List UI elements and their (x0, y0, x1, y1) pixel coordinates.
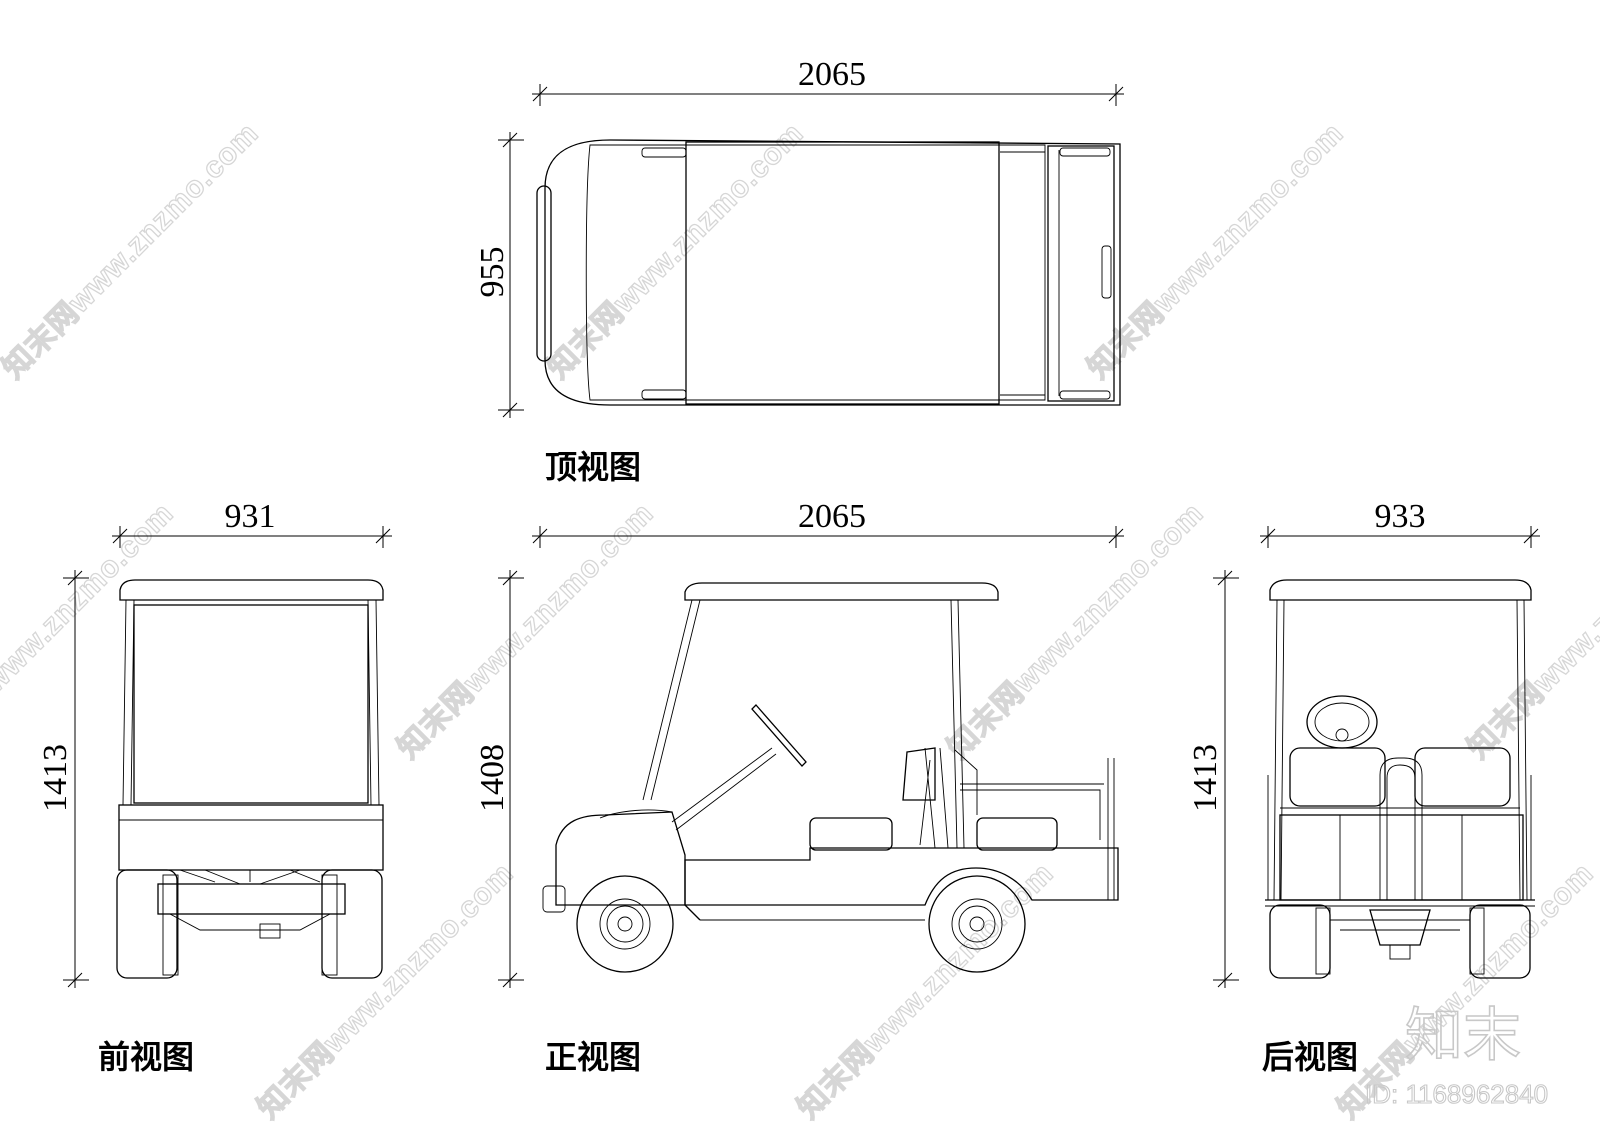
brand-watermark: 知末 (1405, 1001, 1521, 1069)
side-width-value: 2065 (798, 498, 866, 535)
watermark-4: 知末网www.znzmo.com (0, 497, 180, 765)
front-wheel (576, 875, 674, 973)
rear-wheel (928, 875, 1026, 973)
side-width-dimension: 2065 (532, 498, 1124, 548)
watermark-6: 知末网www.znzmo.com (942, 497, 1210, 765)
front-width-dimension: 931 (112, 498, 392, 548)
watermark-9: 知末网www.znzmo.com (792, 857, 1060, 1125)
watermarks: 知末网www.znzmo.com 知末网www.znzmo.com 知末网www… (0, 116, 1600, 1126)
front-height-value: 1413 (37, 744, 74, 812)
side-height-value: 1408 (474, 744, 511, 812)
front-view-label: 前视图 (98, 1038, 194, 1076)
rear-view-label: 后视图 (1262, 1038, 1358, 1076)
front-height-dimension: 1413 (37, 570, 89, 988)
watermark-8: 知末网www.znzmo.com (252, 857, 520, 1125)
side-view: 2065 1408 (474, 498, 1124, 1076)
watermark-1: 知末网www.znzmo.com (0, 117, 265, 385)
id-watermark: ID: 1168962840 (1365, 1079, 1548, 1109)
side-view-label: 正视图 (545, 1038, 641, 1076)
top-width-value: 2065 (798, 56, 866, 93)
watermark-5: 知末网www.znzmo.com (392, 497, 660, 765)
top-height-dimension: 955 (474, 132, 524, 418)
rear-width-value: 933 (1375, 498, 1426, 535)
side-height-dimension: 1408 (474, 570, 524, 988)
rear-width-dimension: 933 (1260, 498, 1540, 548)
rear-height-dimension: 1413 (1187, 570, 1239, 988)
rear-view: 933 1413 (1187, 498, 1540, 1076)
top-view: 2065 955 顶视图 (474, 56, 1124, 486)
front-view: 931 1413 前视图 (37, 498, 392, 1076)
top-view-label: 顶视图 (545, 448, 641, 486)
watermark-3: 知末网www.znzmo.com (1082, 117, 1350, 385)
rear-height-value: 1413 (1187, 744, 1224, 812)
front-width-value: 931 (225, 498, 276, 535)
top-height-value: 955 (474, 247, 511, 298)
top-width-dimension: 2065 (532, 56, 1124, 106)
